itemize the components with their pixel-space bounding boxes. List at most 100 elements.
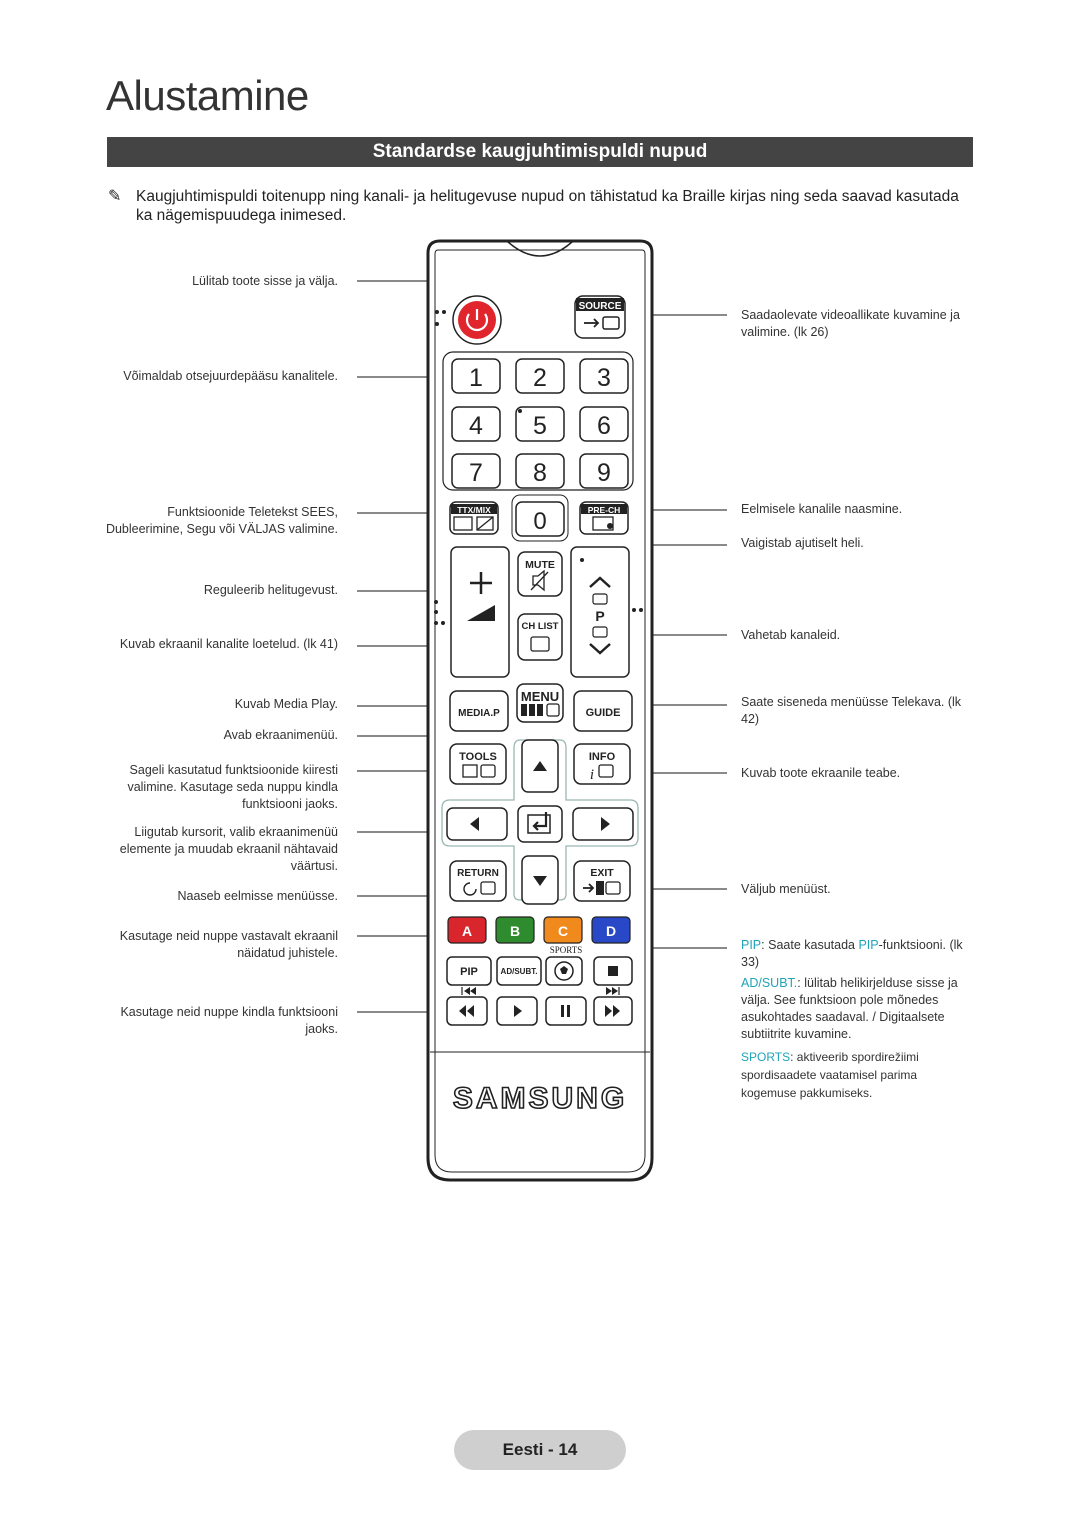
rewind-icon xyxy=(459,1005,466,1017)
info-i-icon: i xyxy=(590,767,594,783)
digit-button-7[interactable]: 7 xyxy=(451,453,501,489)
adsubt-text: : lülitab helikirjelduse sisse ja välja.… xyxy=(741,976,958,1041)
chlist-label: CH LIST xyxy=(522,621,559,632)
sports-keyword: SPORTS xyxy=(741,1050,791,1064)
left-button[interactable] xyxy=(446,807,508,841)
power-button[interactable] xyxy=(452,295,502,345)
color-button-a[interactable]: A xyxy=(447,916,487,944)
down-button[interactable] xyxy=(521,855,559,905)
braille-dot-5 xyxy=(518,409,522,413)
page-title: Alustamine xyxy=(106,72,309,119)
skip-back-icon xyxy=(461,987,476,995)
label-playback: Kasutage neid nuppe kindla funktsiooni j… xyxy=(120,1005,338,1036)
down-arrow-icon xyxy=(533,876,547,886)
digit-button-4[interactable]: 4 xyxy=(451,406,501,442)
braille-dots-channel xyxy=(580,558,643,612)
source-label: SOURCE xyxy=(579,301,622,312)
tools-label: TOOLS xyxy=(459,751,497,763)
guide-label: GUIDE xyxy=(586,707,621,719)
right-button[interactable] xyxy=(572,807,634,841)
source-button[interactable]: SOURCE xyxy=(574,295,626,339)
pencil-icon: ✎ xyxy=(108,188,122,205)
page-number-badge: Eesti - 14 xyxy=(454,1430,626,1470)
mediap-label: MEDIA.P xyxy=(458,708,500,719)
menu-grid-icon xyxy=(521,703,560,717)
pip-text-end: -funktsiooni. (lk 33) xyxy=(741,938,963,969)
label-pip: PIP: Saate kasutada PIP-funktsiooni. (lk… xyxy=(741,937,981,971)
channel-rocker[interactable]: P xyxy=(570,546,630,678)
sports-button[interactable] xyxy=(545,956,583,986)
ch-p-label: P xyxy=(595,608,604,624)
label-info: Kuvab toote ekraanile teabe. xyxy=(741,766,901,780)
info-button[interactable]: INFO i xyxy=(573,743,631,785)
exit-button[interactable]: EXIT xyxy=(573,860,631,902)
label-adsubt: AD/SUBT.: lülitab helikirjelduse sisse j… xyxy=(741,975,981,1043)
digit-button-0[interactable]: 0 xyxy=(515,501,565,537)
digit-button-9[interactable]: 9 xyxy=(579,453,629,489)
digit-button-8[interactable]: 8 xyxy=(515,453,565,489)
menu-button[interactable]: MENU xyxy=(516,683,564,723)
color-b-label: B xyxy=(510,923,520,939)
pause-button[interactable] xyxy=(545,996,587,1026)
ad-subt-button[interactable]: AD/SUBT. xyxy=(496,956,542,986)
tools-button[interactable]: TOOLS xyxy=(449,743,507,785)
up-button[interactable] xyxy=(521,739,559,793)
adsubt-label: AD/SUBT. xyxy=(501,967,538,976)
sports-label: SPORTS xyxy=(550,945,582,955)
channel-down-icon xyxy=(589,643,611,655)
digit-button-6[interactable]: 6 xyxy=(579,406,629,442)
pre-ch-button[interactable]: PRE-CH xyxy=(579,501,629,535)
label-source: Saadaolevate videoallikate kuvamine ja v… xyxy=(741,308,960,339)
return-button[interactable]: RETURN xyxy=(449,860,507,902)
stop-button[interactable] xyxy=(593,956,633,986)
color-d-label: D xyxy=(606,923,616,939)
label-volume: Reguleerib helitugevust. xyxy=(203,583,338,597)
pip-keyword-2: PIP xyxy=(858,938,879,952)
ch-list-button[interactable]: CH LIST xyxy=(517,613,563,661)
volume-icon xyxy=(467,605,495,621)
mute-button[interactable]: MUTE xyxy=(517,551,563,597)
media-p-button[interactable]: MEDIA.P xyxy=(449,690,509,732)
rewind-button[interactable] xyxy=(446,996,488,1026)
guide-button[interactable]: GUIDE xyxy=(573,690,633,732)
braille-dots-power xyxy=(435,310,446,326)
label-channel: Vahetab kanaleid. xyxy=(741,628,841,642)
play-button[interactable] xyxy=(496,996,538,1026)
digit-button-5[interactable]: 5 xyxy=(515,406,565,442)
previous-channel-icon xyxy=(592,516,614,531)
color-button-c[interactable]: C xyxy=(543,916,583,944)
stop-icon xyxy=(608,966,618,976)
label-power: Lülitab toote sisse ja välja. xyxy=(192,274,338,288)
note: ✎ Kaugjuhtimispuldi toitenupp ning kanal… xyxy=(108,187,968,225)
digit-button-2[interactable]: 2 xyxy=(515,358,565,394)
remote-inner-edge xyxy=(434,249,646,1173)
label-navigation: Liigutab kursorit, valib ekraanimenüü el… xyxy=(119,825,338,873)
enter-button[interactable] xyxy=(517,805,563,843)
section-heading: Standardse kaugjuhtimispuldi nupud xyxy=(107,137,973,167)
mute-label: MUTE xyxy=(525,559,555,571)
pip-button[interactable]: PIP xyxy=(446,956,492,986)
color-buttons: A B C D xyxy=(447,916,631,944)
label-tools: Sageli kasutatud funktsioonide kiiresti … xyxy=(127,763,338,811)
digit-1-label: 1 xyxy=(469,364,483,392)
ttx-mix-button[interactable]: TTX/MIX xyxy=(449,501,499,535)
samsung-logo: SAMSUNG xyxy=(453,1082,627,1115)
prech-label: PRE-CH xyxy=(588,505,621,515)
color-a-label: A xyxy=(462,923,472,939)
digit-4-label: 4 xyxy=(469,412,483,440)
color-button-d[interactable]: D xyxy=(591,916,631,944)
digit-button-3[interactable]: 3 xyxy=(579,358,629,394)
fast-forward-button[interactable] xyxy=(593,996,633,1026)
color-button-b[interactable]: B xyxy=(495,916,535,944)
color-c-label: C xyxy=(558,923,568,939)
list-icon xyxy=(530,636,550,652)
digits-panel xyxy=(442,351,634,491)
exit-icon xyxy=(583,881,621,895)
label-ttx: Funktsioonide Teletekst SEES, Dubleerimi… xyxy=(105,505,338,536)
label-guide: Saate siseneda menüüsse Telekava. (lk 42… xyxy=(741,695,962,726)
volume-rocker[interactable] xyxy=(450,546,510,678)
label-digits: Võimaldab otsejuurdepääsu kanalitele. xyxy=(123,369,338,383)
channel-up-icon xyxy=(589,576,611,588)
digit-button-1[interactable]: 1 xyxy=(451,358,501,394)
label-mediap: Kuvab Media Play. xyxy=(234,697,338,711)
